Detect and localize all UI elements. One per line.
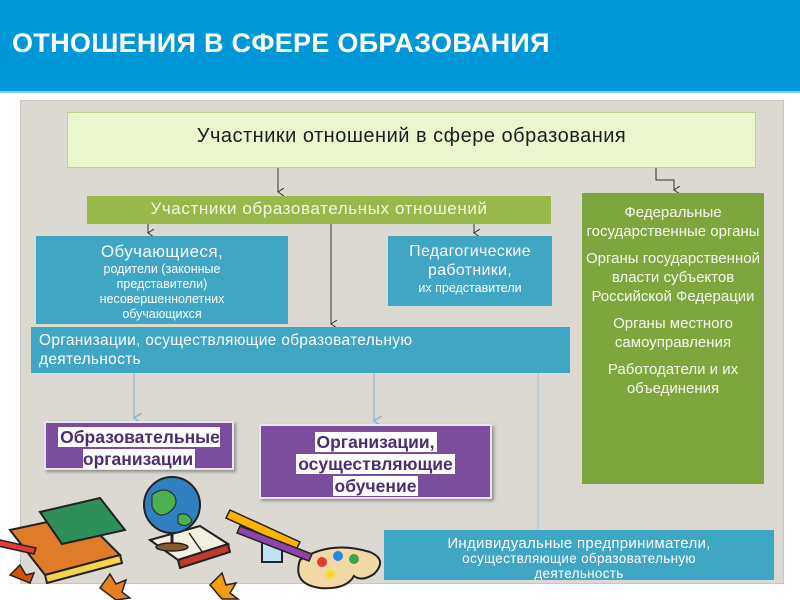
entrepreneurs-line2: осуществляющие образовательную — [462, 551, 696, 566]
title-bar: ОТНОШЕНИЯ В СФЕРЕ ОБРАЗОВАНИЯ — [0, 0, 800, 93]
students-line2: родители (законные — [103, 262, 221, 276]
training-organizations-line3: обучение — [332, 476, 419, 496]
organizations-box: Организации, осуществляющие образователь… — [31, 327, 570, 373]
teachers-box: Педагогические работники, их представите… — [388, 236, 552, 306]
entrepreneurs-box: Индивидуальные предприниматели, осуществ… — [384, 530, 774, 580]
teachers-line2: работники, — [428, 262, 512, 279]
organizations-line1: Организации, осуществляющие образователь… — [39, 332, 413, 349]
authority-local: Органы местного самоуправления — [613, 315, 733, 351]
authority-regional: Органы государственной власти субъектов … — [586, 250, 760, 305]
page-title: ОТНОШЕНИЯ В СФЕРЕ ОБРАЗОВАНИЯ — [12, 28, 550, 58]
organizations-line2: деятельность — [39, 351, 141, 368]
students-line4: несовершеннолетних — [99, 292, 225, 306]
students-line3: представители) — [116, 277, 208, 291]
paint-palette-icon — [261, 541, 381, 590]
students-box: Обучающиеся, родители (законные представ… — [36, 236, 288, 324]
pencils-icon — [0, 509, 313, 562]
school-supplies-clipart — [0, 476, 381, 600]
entrepreneurs-line1: Индивидуальные предприниматели, — [447, 535, 711, 552]
students-line5: обучающихся — [122, 307, 202, 321]
teachers-line1: Педагогические — [409, 243, 531, 260]
educational-organizations-label: Образовательные организации — [58, 427, 220, 469]
authority-federal: Федеральные государственные органы — [586, 204, 760, 240]
entrepreneurs-line3: деятельность — [534, 566, 624, 580]
authorities-box: Федеральные государственные органы Орган… — [582, 193, 764, 484]
teachers-line3: их представители — [418, 281, 522, 295]
training-organizations-line2: осуществляющие — [296, 454, 455, 474]
educational-participants-box: Участники образовательных отношений — [87, 196, 551, 224]
educational-organizations-box: Образовательные организации — [44, 421, 234, 470]
training-organizations-box: Организации, осуществляющие обучение — [259, 424, 492, 499]
globe-icon — [143, 476, 201, 552]
students-line1: Обучающиеся, — [100, 242, 224, 261]
training-organizations-line1: Организации, — [314, 432, 437, 452]
authority-employers: Работодатели и их объединения — [607, 361, 739, 397]
participants-box: Участники отношений в сфере образования — [67, 112, 756, 168]
